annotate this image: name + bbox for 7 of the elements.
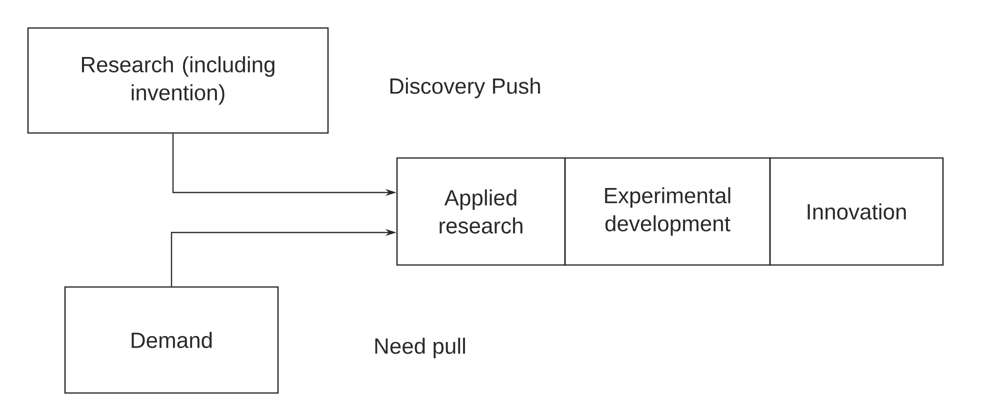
process-box: Research (including invention) [27,27,329,134]
label-text: Discovery Push [390,78,540,98]
label-text: Need pull [375,338,465,358]
process-box: Demand [64,286,279,394]
process-box: Experimental development [564,157,771,266]
process-box: Applied research [396,157,566,266]
process-box: Innovation [769,157,944,266]
